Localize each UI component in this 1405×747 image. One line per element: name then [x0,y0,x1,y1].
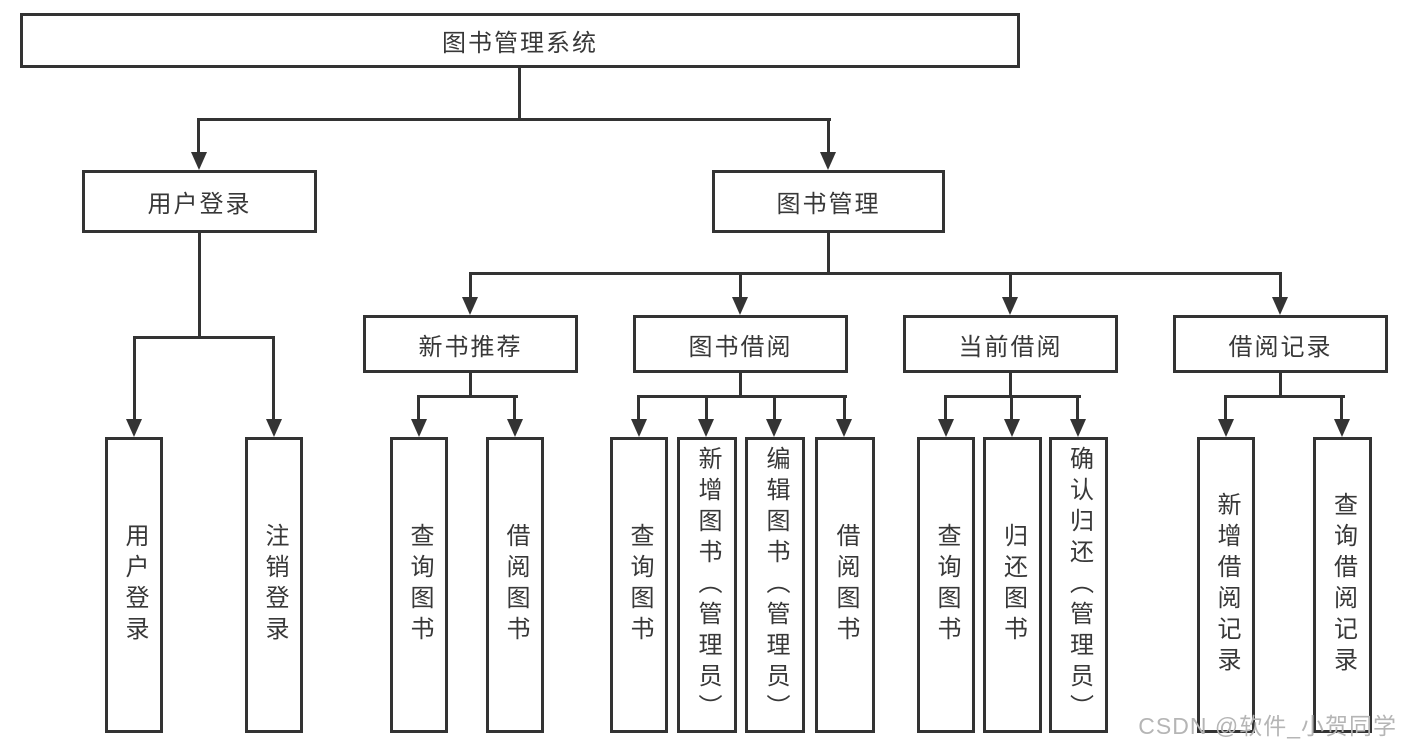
connector-g2-rail [637,395,847,398]
arrowhead-g2-4 [836,419,852,437]
connector-g3-branch-2 [1010,395,1013,421]
connector-g1-rail [417,395,518,398]
arrowhead-g1-1 [411,419,427,437]
arrowhead-g1-2 [507,419,523,437]
node-book-management-label: 图书管理 [776,191,881,218]
leaf-user-login-label: 用户登录 [121,523,148,647]
connector-g2-branch-3 [773,395,776,421]
leaf-return-books-label: 归还图书 [999,523,1027,647]
arrowhead-g2-3 [766,419,782,437]
connector-root-stem [518,68,521,118]
connector-g3-branch-1 [944,395,947,421]
connector-l2-right-drop [827,118,830,154]
node-root: 图书管理系统 [20,13,1020,68]
node-borrowing-records-label: 借阅记录 [1228,333,1333,361]
leaf-return-books: 归还图书 [983,437,1042,733]
node-user-login-label: 用户登录 [147,191,252,218]
arrowhead-g3-1 [938,419,954,437]
leaf-logout-label: 注销登录 [261,523,288,647]
leaf-query-books-recommend: 查询图书 [390,437,448,733]
connector-login-stem [198,233,201,336]
leaf-add-books-admin: 新增图书（管理员） [677,437,737,733]
arrowhead-g3-3 [1070,419,1086,437]
leaf-borrow-books-borrowing: 借阅图书 [815,437,875,733]
connector-g1-stem [469,373,472,398]
connector-g4-branch-2 [1340,395,1343,421]
leaf-query-books-borrowing-label: 查询图书 [626,523,653,647]
node-borrowing-records: 借阅记录 [1173,315,1388,373]
arrowhead-l3-2 [732,297,748,315]
leaf-confirm-return-admin-label: 确认归还（管理员） [1065,445,1093,725]
leaf-edit-books-admin: 编辑图书（管理员） [745,437,805,733]
arrowhead-g2-2 [698,419,714,437]
arrowhead-login-2 [266,419,282,437]
leaf-query-books-recommend-label: 查询图书 [406,523,433,647]
connector-g4-branch-1 [1224,395,1227,421]
connector-l3-drop-2 [739,272,742,299]
leaf-borrow-books-recommend-label: 借阅图书 [502,523,529,647]
connector-l2-left-drop [197,118,200,154]
node-book-borrowing: 图书借阅 [633,315,848,373]
leaf-query-borrow-record: 查询借阅记录 [1313,437,1372,733]
connector-g2-branch-2 [705,395,708,421]
leaf-confirm-return-admin: 确认归还（管理员） [1049,437,1108,733]
connector-l3-drop-1 [469,272,472,299]
leaf-query-books-current: 查询图书 [917,437,975,733]
connector-login-branch-1 [133,336,136,421]
connector-login-rail [133,336,275,339]
connector-g4-rail [1224,395,1345,398]
connector-login-branch-2 [272,336,275,421]
connector-g3-branch-3 [1076,395,1079,421]
leaf-add-borrow-record-label: 新增借阅记录 [1213,492,1240,678]
node-new-book-recommend-label: 新书推荐 [418,333,523,361]
connector-g1-branch-1 [417,395,420,421]
arrowhead-g2-1 [631,419,647,437]
leaf-edit-books-admin-label: 编辑图书（管理员） [762,445,789,725]
leaf-logout: 注销登录 [245,437,303,733]
node-book-borrowing-label: 图书借阅 [688,333,793,361]
arrowhead-g4-2 [1334,419,1350,437]
leaf-query-books-borrowing: 查询图书 [610,437,668,733]
connector-l3-drop-4 [1279,272,1282,299]
arrowhead-l2-right [820,152,836,170]
arrowhead-g3-2 [1004,419,1020,437]
connector-g1-branch-2 [513,395,516,421]
arrowhead-l3-4 [1272,297,1288,315]
node-root-label: 图书管理系统 [442,30,598,57]
leaf-add-books-admin-label: 新增图书（管理员） [694,445,721,725]
connector-g2-branch-1 [637,395,640,421]
node-book-management: 图书管理 [712,170,945,233]
connector-g4-stem [1279,373,1282,398]
leaf-user-login: 用户登录 [105,437,163,733]
connector-l3-drop-3 [1009,272,1012,299]
leaf-query-books-current-label: 查询图书 [933,523,960,647]
node-current-borrowing: 当前借阅 [903,315,1118,373]
leaf-add-borrow-record: 新增借阅记录 [1197,437,1255,733]
connector-mgmt-stem [827,233,830,272]
node-new-book-recommend: 新书推荐 [363,315,578,373]
connector-g3-stem [1009,373,1012,398]
node-user-login: 用户登录 [82,170,317,233]
connector-l2-rail [197,118,831,121]
watermark-text: CSDN @软件_小贺同学 [1138,713,1397,739]
node-current-borrowing-label: 当前借阅 [958,333,1063,361]
connector-l3-rail [469,272,1282,275]
leaf-borrow-books-recommend: 借阅图书 [486,437,544,733]
leaf-query-borrow-record-label: 查询借阅记录 [1329,492,1357,678]
connector-g2-stem [739,373,742,398]
leaf-borrow-books-borrowing-label: 借阅图书 [832,523,859,647]
arrowhead-login-1 [126,419,142,437]
connector-g2-branch-4 [843,395,846,421]
arrowhead-l3-1 [462,297,478,315]
arrowhead-l2-left [191,152,207,170]
arrowhead-l3-3 [1002,297,1018,315]
arrowhead-g4-1 [1218,419,1234,437]
